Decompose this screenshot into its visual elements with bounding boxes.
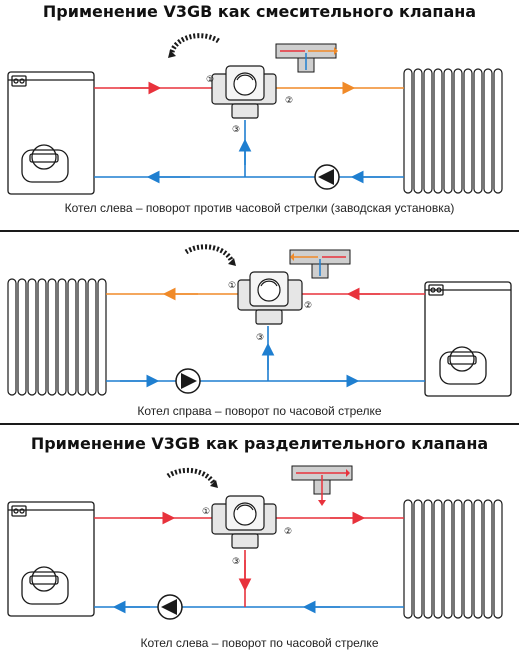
valve-icon	[211, 495, 277, 549]
caption-diagram-2: Котел справа – поворот по часовой стрелк…	[137, 404, 382, 418]
radiator-icon	[7, 278, 107, 396]
rotation-dial-icon	[184, 244, 236, 266]
caption-diagram-1: Котел слева – поворот против часовой стр…	[64, 201, 455, 215]
pump-icon	[314, 164, 340, 190]
port-label-2: ②	[284, 527, 292, 537]
radiator-icon	[403, 499, 503, 619]
rotation-dial-icon	[168, 33, 222, 58]
port-label-3: ③	[256, 333, 264, 343]
boiler-icon	[7, 501, 95, 617]
tee-flow-icon	[291, 465, 353, 506]
boiler-icon	[7, 71, 95, 195]
section-divider	[0, 230, 519, 232]
port-label-3: ③	[232, 557, 240, 567]
pump-icon	[175, 368, 201, 394]
port-label-2: ②	[285, 96, 293, 106]
pump-icon	[157, 594, 183, 620]
port-label-1: ①	[228, 281, 236, 291]
diagram-3: ① ② ③	[7, 465, 503, 620]
diagram-1: ① ② ③	[7, 33, 503, 195]
tee-flow-icon	[289, 249, 351, 279]
port-label-1: ①	[202, 507, 210, 517]
section-divider	[0, 423, 519, 425]
tee-flow-icon	[275, 43, 338, 73]
valve-icon	[211, 65, 277, 119]
diagram-2: ① ② ③	[7, 244, 512, 397]
port-label-3: ③	[232, 125, 240, 135]
rotation-dial-icon	[166, 467, 218, 488]
mixing-heading: Применение V3GB как смесительного клапан…	[42, 2, 477, 21]
diverting-heading: Применение V3GB как разделительного клап…	[30, 434, 489, 453]
caption-diagram-3: Котел слева – поворот по часовой стрелке	[140, 636, 379, 650]
boiler-icon	[424, 281, 512, 397]
valve-icon	[237, 271, 303, 325]
port-label-1: ①	[206, 75, 214, 85]
radiator-icon	[403, 68, 503, 194]
port-label-2: ②	[304, 301, 312, 311]
